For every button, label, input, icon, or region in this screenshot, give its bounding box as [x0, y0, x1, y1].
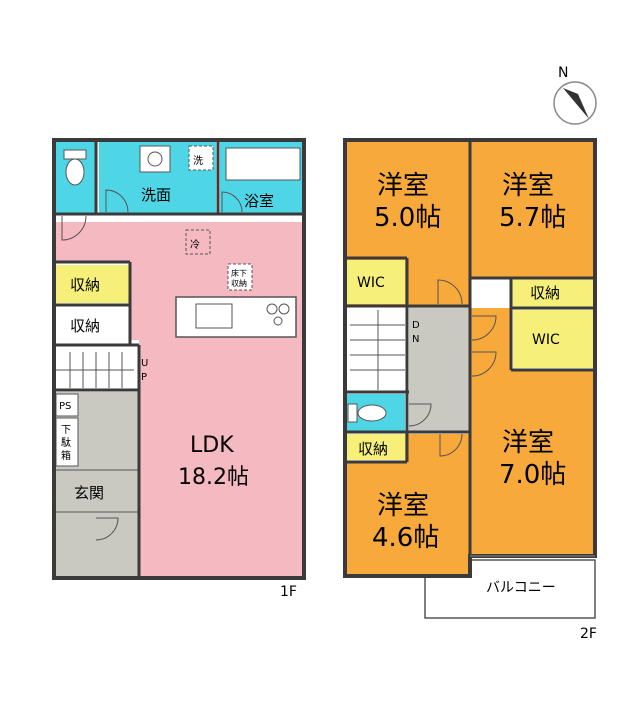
- entrance-label: 玄関: [74, 484, 104, 502]
- underfloor-label-2: 収納: [231, 278, 247, 288]
- balcony-label: バルコニー: [486, 580, 556, 596]
- ps-label: PS: [59, 401, 71, 412]
- hall-2f-area: [409, 306, 470, 432]
- fridge-space: [185, 229, 211, 255]
- storage-left-label: 収納: [358, 440, 388, 458]
- storage-right-label: 収納: [530, 284, 560, 302]
- toilet-tank: [63, 149, 87, 160]
- toilet-2f-fixture: [357, 404, 387, 422]
- shoebox-label-1: 下: [61, 425, 71, 436]
- room-b-area: [470, 140, 595, 278]
- underfloor-storage: [227, 263, 253, 291]
- storage-lower-label: 収納: [70, 317, 100, 335]
- room-c-area: [345, 434, 470, 576]
- shoebox-label-3: 箱: [61, 449, 71, 462]
- stairs-1f-area: [54, 348, 136, 390]
- floor-1-inner-walls: [54, 140, 304, 578]
- ldk-name-label: LDK: [190, 433, 234, 458]
- floor-2: 洋室 5.0帖 洋室 5.7帖 WIC 収納 WIC D N 収納 洋室 4.6…: [343, 138, 597, 642]
- compass-circle: [553, 81, 597, 125]
- stove-burner-2: [278, 303, 290, 315]
- storage-right-area: [511, 278, 593, 308]
- floor-2-doors: [408, 279, 497, 457]
- ldk-size-label: 18.2帖: [178, 465, 249, 490]
- floor-1: 洗面 浴室 洗 冷 床下 収納 収納 収納 U P PS 下 駄 箱 玄関 LD…: [52, 138, 306, 600]
- room-a-size: 5.0帖: [374, 203, 441, 233]
- wic-right-area: [513, 310, 593, 368]
- basin-bowl: [147, 151, 163, 167]
- bathroom-label: 浴室: [244, 192, 274, 210]
- stairs-up-label-2: P: [141, 372, 147, 383]
- floor-1-outer-wall: [52, 138, 306, 580]
- stairs-up-label-1: U: [141, 358, 148, 369]
- room-c-name: 洋室: [377, 491, 429, 521]
- underfloor-label-1: 床下: [231, 268, 247, 278]
- stairs-2f-area: [345, 308, 409, 392]
- floor-1-doors: [61, 189, 243, 541]
- toilet-2f-tank: [347, 403, 358, 423]
- toilet-fixture: [65, 158, 85, 186]
- room-d-name: 洋室: [502, 428, 554, 458]
- room-b-size: 5.7帖: [499, 203, 566, 233]
- storage-lower-area: [54, 307, 130, 343]
- shoebox-label-2: 駄: [61, 436, 71, 449]
- bathtub: [225, 147, 301, 181]
- wic-left-label: WIC: [357, 275, 385, 291]
- stairs-1f-steps: [56, 352, 134, 388]
- washroom-label: 洗面: [141, 186, 171, 204]
- floor-2-label: 2F: [580, 626, 597, 642]
- washer-space: [188, 145, 214, 171]
- room-d-size: 7.0帖: [499, 460, 566, 490]
- north-arrow-icon: [563, 88, 589, 119]
- storage-upper-label: 収納: [70, 276, 100, 294]
- floor-2-inner-walls: [345, 140, 595, 556]
- floor-1-label: 1F: [280, 584, 297, 600]
- fridge-label: 冷: [190, 238, 200, 251]
- storage-upper-area: [54, 265, 130, 303]
- storage-left-area: [347, 434, 405, 460]
- wash-basin: [139, 145, 171, 173]
- compass: N: [553, 65, 597, 125]
- stove-burner-1: [266, 303, 278, 315]
- room-b-name: 洋室: [502, 171, 554, 201]
- stairs-2f-steps: [350, 310, 405, 390]
- stove-burner-3: [273, 316, 283, 326]
- stairs-dn-label-2: N: [412, 334, 419, 345]
- compass-letter: N: [558, 65, 568, 81]
- room-c-size: 4.6帖: [372, 523, 439, 553]
- wic-right-label: WIC: [532, 332, 560, 348]
- room-a-name: 洋室: [377, 171, 429, 201]
- entrance-area: [53, 469, 140, 513]
- wic-left-area: [347, 260, 405, 304]
- kitchen-sink: [195, 303, 233, 329]
- washer-label: 洗: [193, 155, 203, 167]
- stairs-dn-label-1: D: [412, 320, 420, 331]
